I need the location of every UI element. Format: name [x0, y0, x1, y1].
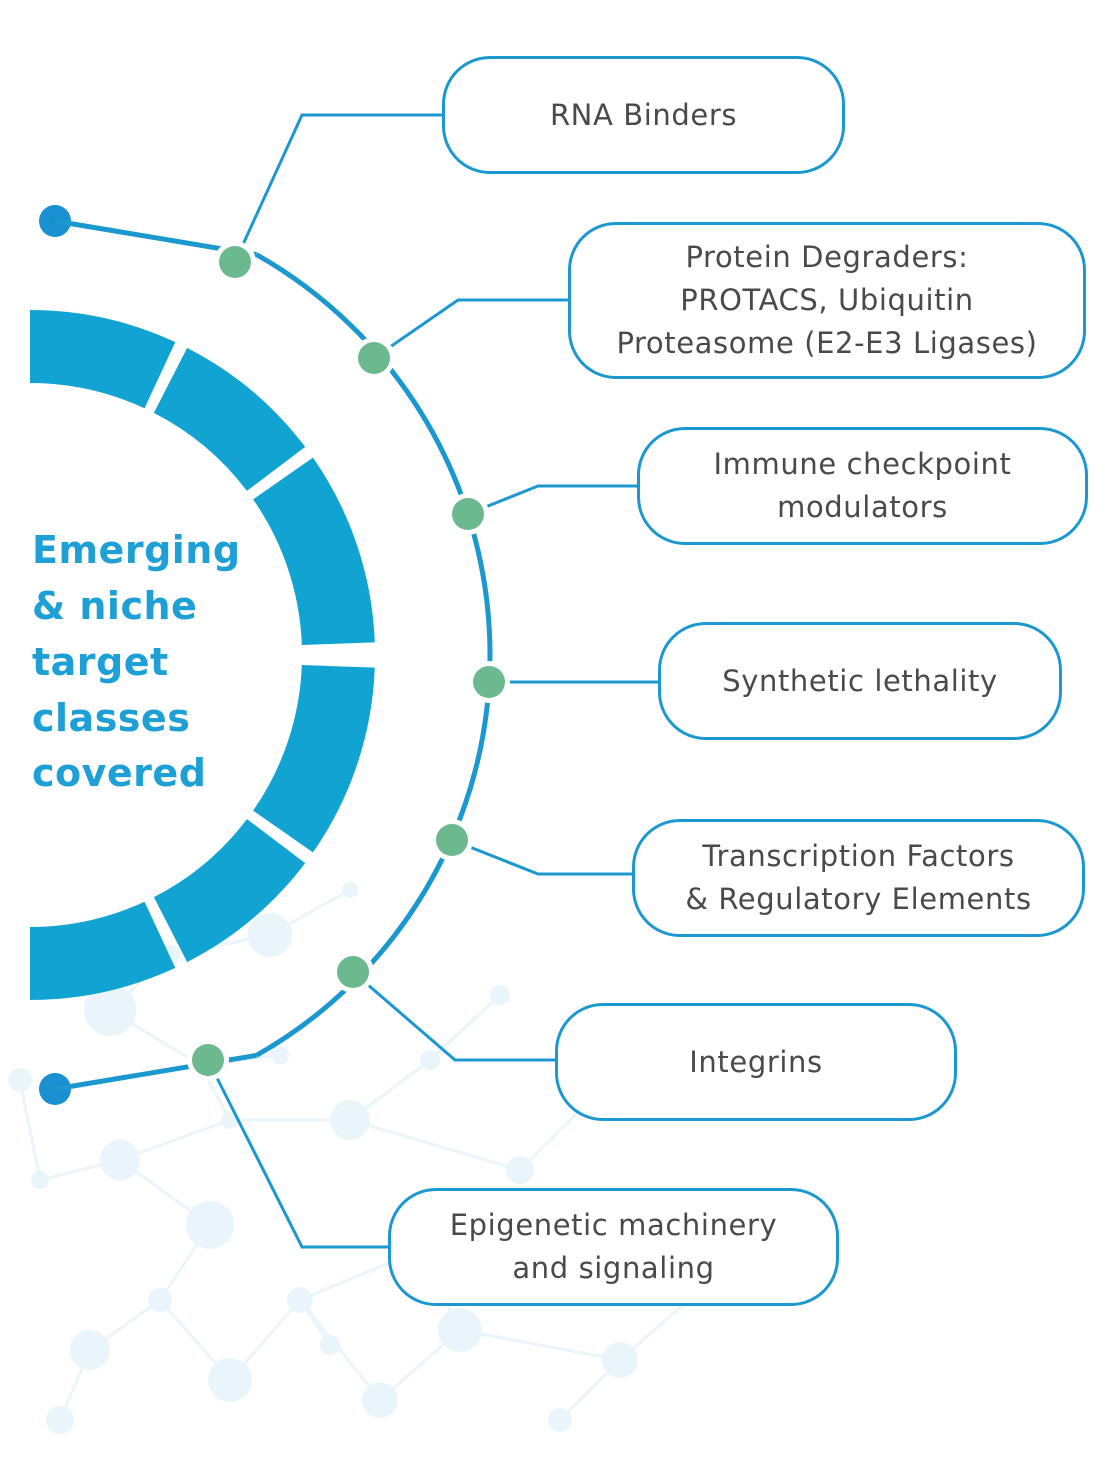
connector-line: [352, 970, 555, 1062]
molecule-atom: [148, 1288, 172, 1312]
connector-line: [373, 298, 568, 360]
molecule-atom: [271, 1046, 289, 1064]
item-label: Proteasome (E2-E3 Ligases): [616, 326, 1038, 360]
arc-node: [219, 246, 251, 278]
molecule-atom: [320, 1335, 340, 1355]
arc-nodes: [187, 241, 510, 1081]
molecule-bond: [459, 1328, 621, 1362]
molecule-atom: [100, 1140, 140, 1180]
item-box-immune-checkpoint: Immune checkpoint modulators: [637, 427, 1088, 545]
molecule-atom: [342, 882, 358, 898]
heading-line: classes: [32, 696, 191, 740]
molecule-atom: [186, 1201, 234, 1249]
arc-node: [452, 498, 484, 530]
item-box-synthetic-lethality: Synthetic lethality: [658, 622, 1062, 740]
molecule-bond: [428, 993, 502, 1062]
item-label: & Regulatory Elements: [685, 882, 1032, 916]
heading-line: covered: [32, 751, 207, 795]
item-box-integrins: Integrins: [555, 1003, 957, 1121]
molecule-bond: [18, 1079, 42, 1181]
ring-segment: [30, 310, 176, 409]
molecule-atom: [362, 1382, 398, 1418]
item-label: Protein Degraders:: [685, 240, 969, 274]
item-label: and signaling: [512, 1251, 715, 1285]
connector-line: [467, 484, 637, 516]
item-label: Transcription Factors: [702, 839, 1015, 873]
arc-node: [358, 342, 390, 374]
item-box-transcription-factors: Transcription Factors & Regulatory Eleme…: [632, 819, 1085, 937]
item-label: PROTACS, Ubiquitin: [680, 283, 974, 317]
item-label: Synthetic lethality: [722, 663, 998, 698]
item-label: Integrins: [689, 1044, 823, 1079]
segmented-ring: [30, 310, 375, 1000]
ring-segment: [253, 664, 375, 853]
heading-line: & niche: [32, 584, 198, 628]
item-label: Immune checkpoint: [713, 447, 1012, 481]
molecule-atom: [208, 1358, 252, 1402]
item-box-rna-binders: RNA Binders: [442, 56, 845, 174]
item-label: Epigenetic machinery: [449, 1208, 778, 1242]
molecule-atom: [420, 1050, 440, 1070]
item-label: RNA Binders: [549, 97, 738, 132]
heading-line: Emerging: [32, 528, 241, 572]
molecule-atom: [330, 1100, 370, 1140]
ring-segment: [253, 457, 375, 646]
molecule-atom: [490, 985, 510, 1005]
connector-line: [451, 838, 632, 876]
molecule-atom: [84, 984, 136, 1036]
molecule-atom: [248, 913, 292, 957]
arc-node: [473, 666, 505, 698]
molecule-atom: [287, 1287, 313, 1313]
molecule-atom: [548, 1408, 572, 1432]
arc-node: [192, 1044, 224, 1076]
heading-line: target: [32, 640, 169, 684]
ring-segment: [153, 347, 306, 491]
connector-line: [233, 113, 442, 263]
molecule-atom: [46, 1406, 74, 1434]
molecule-bond: [349, 1118, 521, 1172]
arc-node: [337, 956, 369, 988]
molecule-atom: [31, 1171, 49, 1189]
molecule-atom: [8, 1068, 32, 1092]
connector-line: [206, 1059, 388, 1249]
molecule-atom: [506, 1156, 534, 1184]
ring-segment: [30, 901, 176, 1000]
molecule-atom: [602, 1342, 638, 1378]
ring-segment: [153, 819, 306, 963]
connector-lines: [206, 113, 658, 1249]
item-label: modulators: [777, 490, 948, 524]
molecule-atom: [70, 1330, 110, 1370]
molecule-bond: [298, 1299, 382, 1401]
item-box-protein-degraders: Protein Degraders: PROTACS, Ubiquitin Pr…: [568, 222, 1086, 379]
molecule-atom: [438, 1308, 482, 1352]
arc-node: [436, 824, 468, 856]
item-box-epigenetic: Epigenetic machinery and signaling: [388, 1188, 839, 1306]
